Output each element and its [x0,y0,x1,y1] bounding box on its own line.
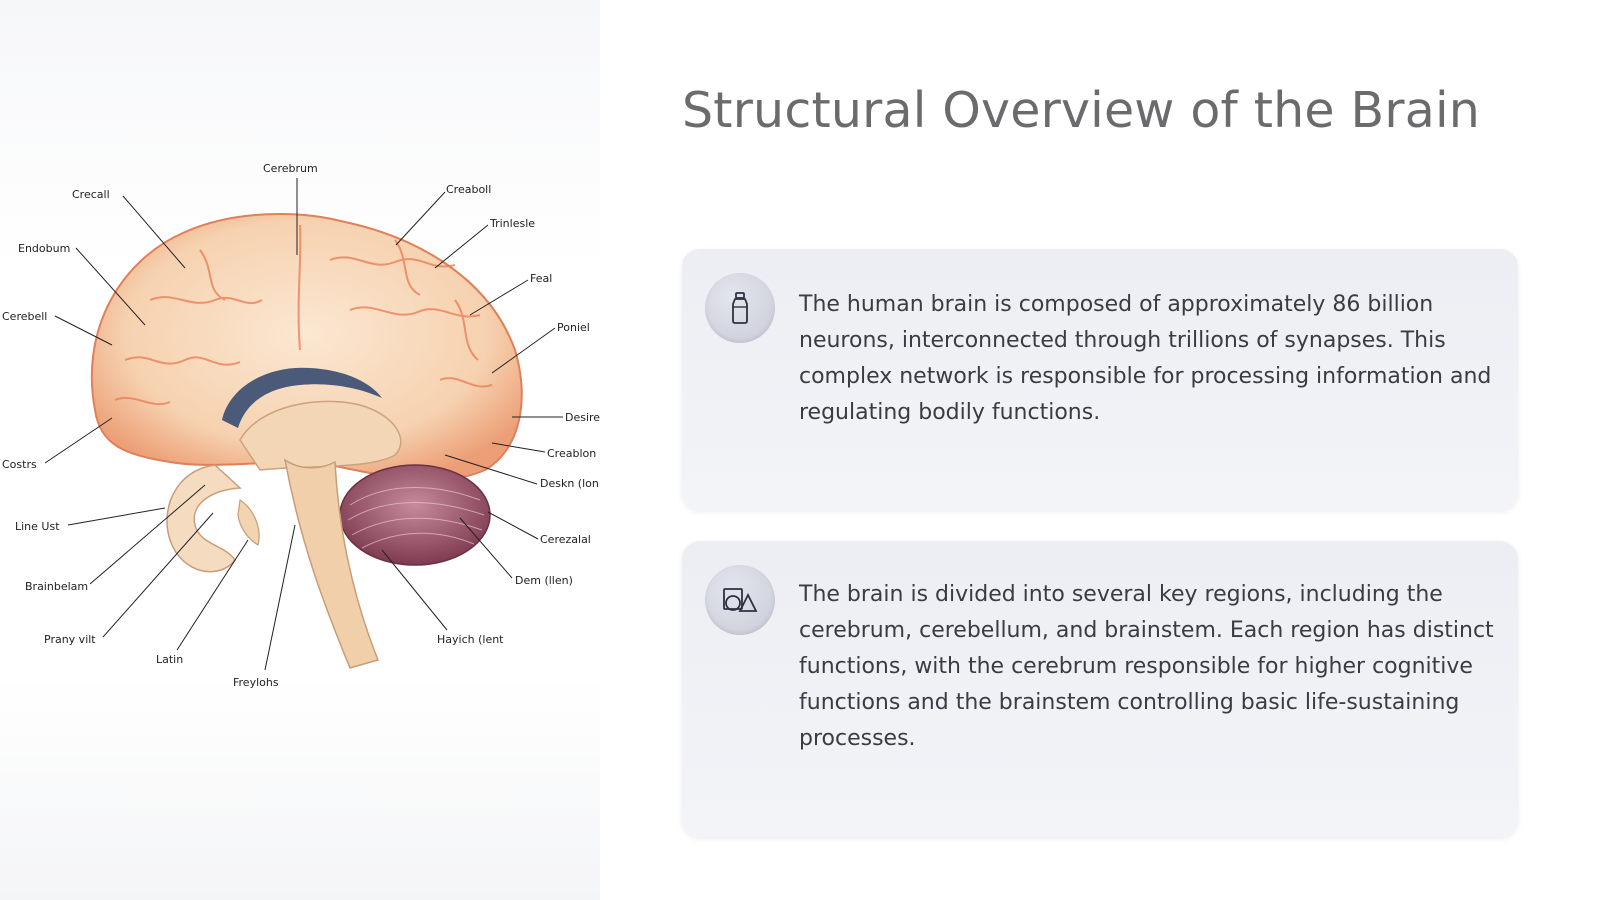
label-desire: Desire [565,411,600,424]
card-text-regions: The brain is divided into several key re… [799,582,1494,751]
label-freylohs: Freylohs [233,676,279,689]
bottle-icon [705,273,775,343]
brain-diagram: Cerebrum Crecall Endobum Cerebell Costrs… [2,162,600,689]
cerebellum-shape [339,464,491,566]
label-creablon: Creablon [547,447,596,460]
brainstem-shape [283,458,380,669]
info-card-neurons: The human brain is composed of approxima… [682,249,1518,510]
label-costrs: Costrs [2,458,37,471]
illustration-panel: Cerebrum Crecall Endobum Cerebell Costrs… [0,0,600,900]
label-cerebrum: Cerebrum [263,162,318,175]
label-crecall: Crecall [72,188,110,201]
label-deskn: Deskn (lon [540,477,599,490]
label-poniel: Poniel [557,321,590,334]
diagram-labels: Cerebrum Crecall Endobum Cerebell Costrs… [2,162,600,689]
label-brainbelam: Brainbelam [25,580,88,593]
label-line-ust: Line Ust [15,520,60,533]
limbic-shape [166,464,242,573]
info-card-regions: The brain is divided into several key re… [682,541,1518,837]
label-feal: Feal [530,272,552,285]
leader-lines [44,178,563,671]
label-creaboll: Creaboll [446,183,491,196]
label-trinlesle: Trinlesle [489,217,535,230]
slide-title: Structural Overview of the Brain [682,82,1481,139]
label-latin: Latin [156,653,183,666]
cerebellum-lines [347,487,485,549]
shapes-icon [705,565,775,635]
ventricle-shape [222,367,382,428]
card-text-neurons: The human brain is composed of approxima… [799,292,1492,425]
gyri-lines [114,224,493,406]
label-cerezalal: Cerezalal [540,533,591,546]
label-dem: Dem (llen) [515,574,573,587]
label-hayich: Hayich (lent [437,633,504,646]
label-prany-vilt: Prany vilt [44,633,96,646]
label-endobum: Endobum [18,242,70,255]
label-cerebell: Cerebell [2,310,47,323]
